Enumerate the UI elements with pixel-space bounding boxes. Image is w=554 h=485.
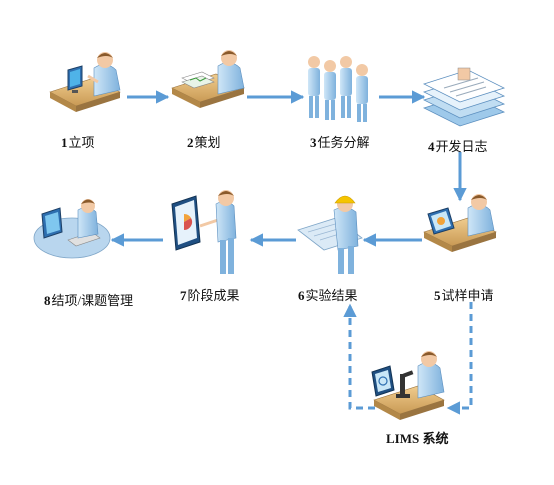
step-6-label: 6实验结果 — [298, 288, 358, 303]
arrow-5-to-lims — [446, 302, 473, 415]
computer-workstation-icon — [33, 199, 111, 259]
person-at-desk-computer-icon — [49, 52, 121, 112]
step-5-label: 5试样申请 — [434, 288, 494, 303]
step-3-label: 3任务分解 — [310, 135, 370, 150]
flow-arrows — [110, 90, 473, 415]
stacked-documents-icon — [422, 67, 506, 127]
step-4-label: 4开发日志 — [428, 139, 488, 154]
step-8-label: 8结项/课题管理 — [44, 293, 134, 308]
group-of-people-icon — [308, 56, 368, 122]
presenter-with-chart-icon — [171, 190, 237, 274]
engineer-with-blueprint-icon — [297, 195, 363, 274]
step-1-label: 1立项 — [61, 135, 95, 150]
step-7-label: 7阶段成果 — [180, 288, 240, 303]
lab-with-microscope-icon — [371, 351, 445, 420]
arrow-lims-to-6 — [343, 303, 375, 410]
person-with-documents-icon — [171, 50, 245, 108]
step-2-label: 2策划 — [187, 135, 221, 150]
lims-label: LIMS 系统 — [386, 431, 449, 446]
person-with-tablet-icon — [423, 194, 497, 252]
